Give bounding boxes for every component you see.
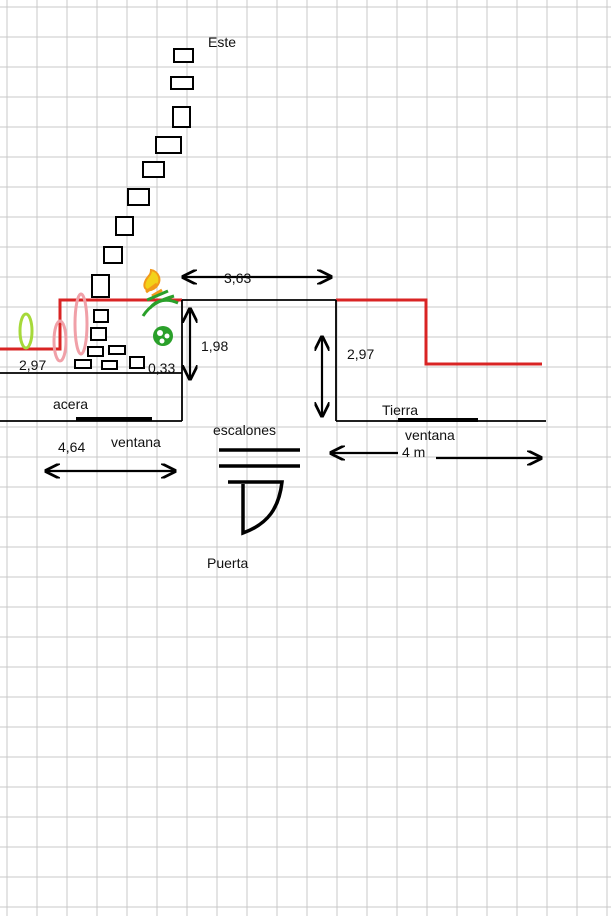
stepping-stone xyxy=(172,106,191,128)
label-dim-363: 3,63 xyxy=(224,270,251,286)
label-dim-297-left: 2,97 xyxy=(19,357,46,373)
stepping-stone xyxy=(91,274,110,298)
stepping-stone xyxy=(127,188,150,206)
label-dim-033: 0,33 xyxy=(148,360,175,376)
label-puerta: Puerta xyxy=(207,555,248,571)
brick xyxy=(108,345,126,355)
green-leaves-icon xyxy=(141,289,179,317)
label-este: Este xyxy=(208,34,236,50)
brick xyxy=(90,327,107,341)
pink-hoop-small xyxy=(52,319,68,363)
brick xyxy=(74,359,92,369)
label-tierra: Tierra xyxy=(382,402,418,418)
brick xyxy=(101,360,118,370)
stepping-stones xyxy=(91,48,194,298)
pink-hoop-large xyxy=(73,292,89,356)
red-boundary-line xyxy=(0,298,542,366)
brick xyxy=(87,346,104,357)
label-dim-464: 4,64 xyxy=(58,439,85,455)
label-ventana-right: ventana xyxy=(405,427,455,443)
label-dim-4m: 4 m xyxy=(402,444,425,460)
yellow-flower-icon xyxy=(143,268,163,298)
label-escalones: escalones xyxy=(213,422,276,438)
stepping-stone xyxy=(103,246,123,264)
label-acera: acera xyxy=(53,396,88,412)
lime-hoop xyxy=(18,312,34,350)
stepping-stone xyxy=(170,76,194,90)
label-ventana-left: ventana xyxy=(111,434,161,450)
brick xyxy=(129,356,145,369)
green-shrub-icon xyxy=(153,326,173,346)
stepping-stone xyxy=(115,216,134,236)
label-dim-297-right: 2,97 xyxy=(347,346,374,362)
stepping-stone xyxy=(173,48,194,63)
stepping-stone xyxy=(155,136,182,154)
label-dim-198: 1,98 xyxy=(201,338,228,354)
door-swing-icon xyxy=(228,480,284,536)
garden-bed-bricks xyxy=(74,309,145,370)
stepping-stone xyxy=(142,161,165,178)
brick xyxy=(93,309,109,323)
